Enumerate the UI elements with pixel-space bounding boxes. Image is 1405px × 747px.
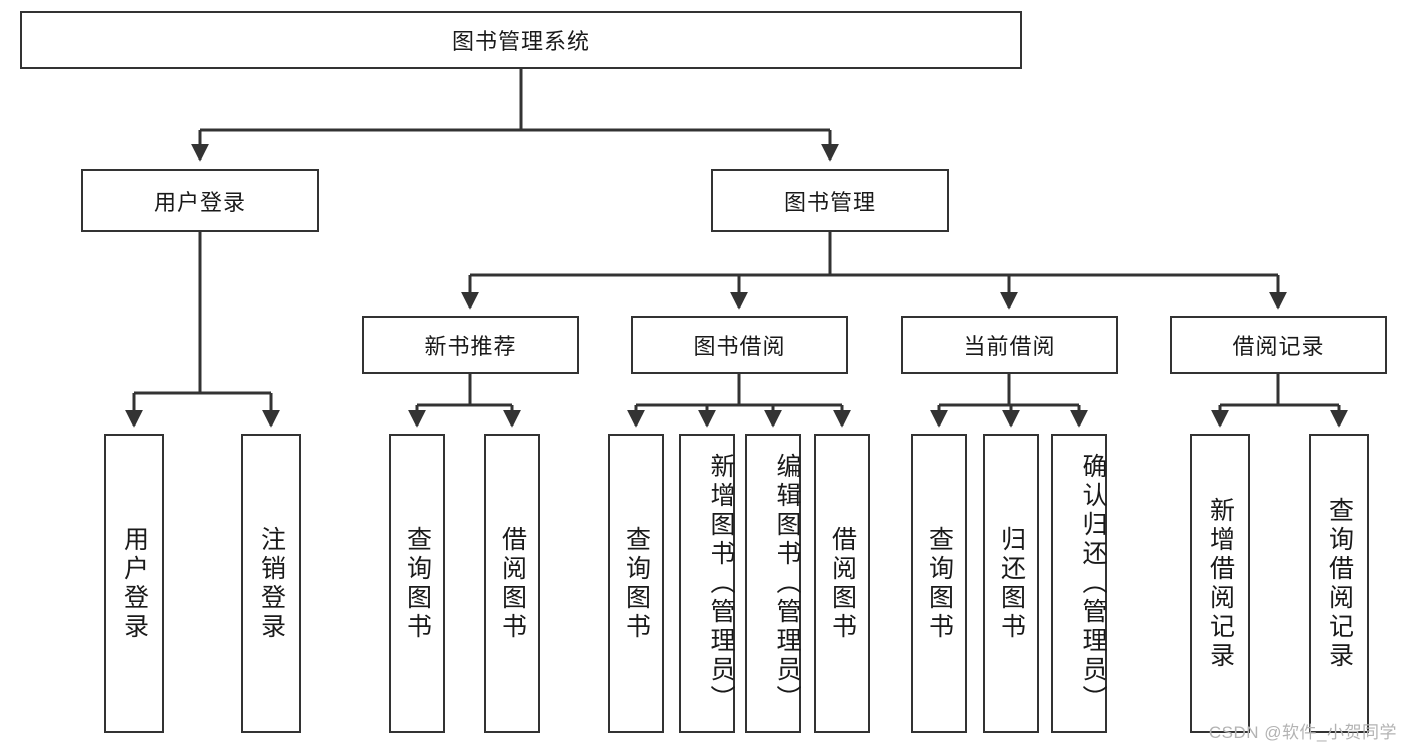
node-leaf-borrow-book-2-label: 借阅图书 xyxy=(828,525,857,642)
node-root-label: 图书管理系统 xyxy=(451,29,590,54)
node-leaf-borrow-book-1-label: 借阅图书 xyxy=(498,525,527,642)
node-leaf-query-book-2[interactable]: 查询图书 xyxy=(608,434,664,733)
node-current-borrow-label: 当前借阅 xyxy=(963,334,1056,359)
node-borrow-record-label: 借阅记录 xyxy=(1232,334,1325,359)
node-leaf-query-book-3-label: 查询图书 xyxy=(925,525,954,642)
node-leaf-user-login[interactable]: 用户登录 xyxy=(104,434,164,733)
node-leaf-borrow-book-2[interactable]: 借阅图书 xyxy=(814,434,870,733)
node-leaf-add-record[interactable]: 新增借阅记录 xyxy=(1190,434,1250,733)
node-new-book-rec-label: 新书推荐 xyxy=(424,334,517,359)
node-leaf-confirm-return[interactable]: 确认归还（管理员） xyxy=(1051,434,1107,733)
node-leaf-add-book[interactable]: 新增图书（管理员） xyxy=(679,434,735,733)
node-book-borrow[interactable]: 图书借阅 xyxy=(631,316,848,374)
node-leaf-return-book[interactable]: 归还图书 xyxy=(983,434,1039,733)
node-leaf-edit-book[interactable]: 编辑图书（管理员） xyxy=(745,434,801,733)
node-leaf-edit-book-label: 编辑图书（管理员） xyxy=(773,453,801,714)
node-borrow-record[interactable]: 借阅记录 xyxy=(1170,316,1387,374)
node-leaf-query-book-1-label: 查询图书 xyxy=(403,525,432,642)
node-leaf-query-book-3[interactable]: 查询图书 xyxy=(911,434,967,733)
node-leaf-query-book-1[interactable]: 查询图书 xyxy=(389,434,445,733)
node-leaf-query-record[interactable]: 查询借阅记录 xyxy=(1309,434,1369,733)
node-user-login-label: 用户登录 xyxy=(153,189,246,215)
node-leaf-add-book-label: 新增图书（管理员） xyxy=(707,453,735,714)
node-book-manage-label: 图书管理 xyxy=(783,189,876,215)
node-leaf-add-record-label: 新增借阅记录 xyxy=(1206,496,1235,671)
csdn-watermark: CSDN @软件_小贺同学 xyxy=(1208,723,1397,742)
node-leaf-logout-label: 注销登录 xyxy=(257,525,286,642)
node-book-manage[interactable]: 图书管理 xyxy=(711,169,949,232)
node-leaf-return-book-label: 归还图书 xyxy=(997,525,1026,642)
node-user-login[interactable]: 用户登录 xyxy=(81,169,319,232)
node-leaf-confirm-return-label: 确认归还（管理员） xyxy=(1079,453,1107,714)
node-leaf-query-record-label: 查询借阅记录 xyxy=(1325,496,1354,671)
node-root-system[interactable]: 图书管理系统 xyxy=(20,11,1022,69)
node-leaf-query-book-2-label: 查询图书 xyxy=(622,525,651,642)
node-leaf-logout[interactable]: 注销登录 xyxy=(241,434,301,733)
node-book-borrow-label: 图书借阅 xyxy=(693,334,786,359)
node-new-book-rec[interactable]: 新书推荐 xyxy=(362,316,579,374)
node-leaf-user-login-label: 用户登录 xyxy=(120,525,149,642)
node-leaf-borrow-book-1[interactable]: 借阅图书 xyxy=(484,434,540,733)
node-current-borrow[interactable]: 当前借阅 xyxy=(901,316,1118,374)
